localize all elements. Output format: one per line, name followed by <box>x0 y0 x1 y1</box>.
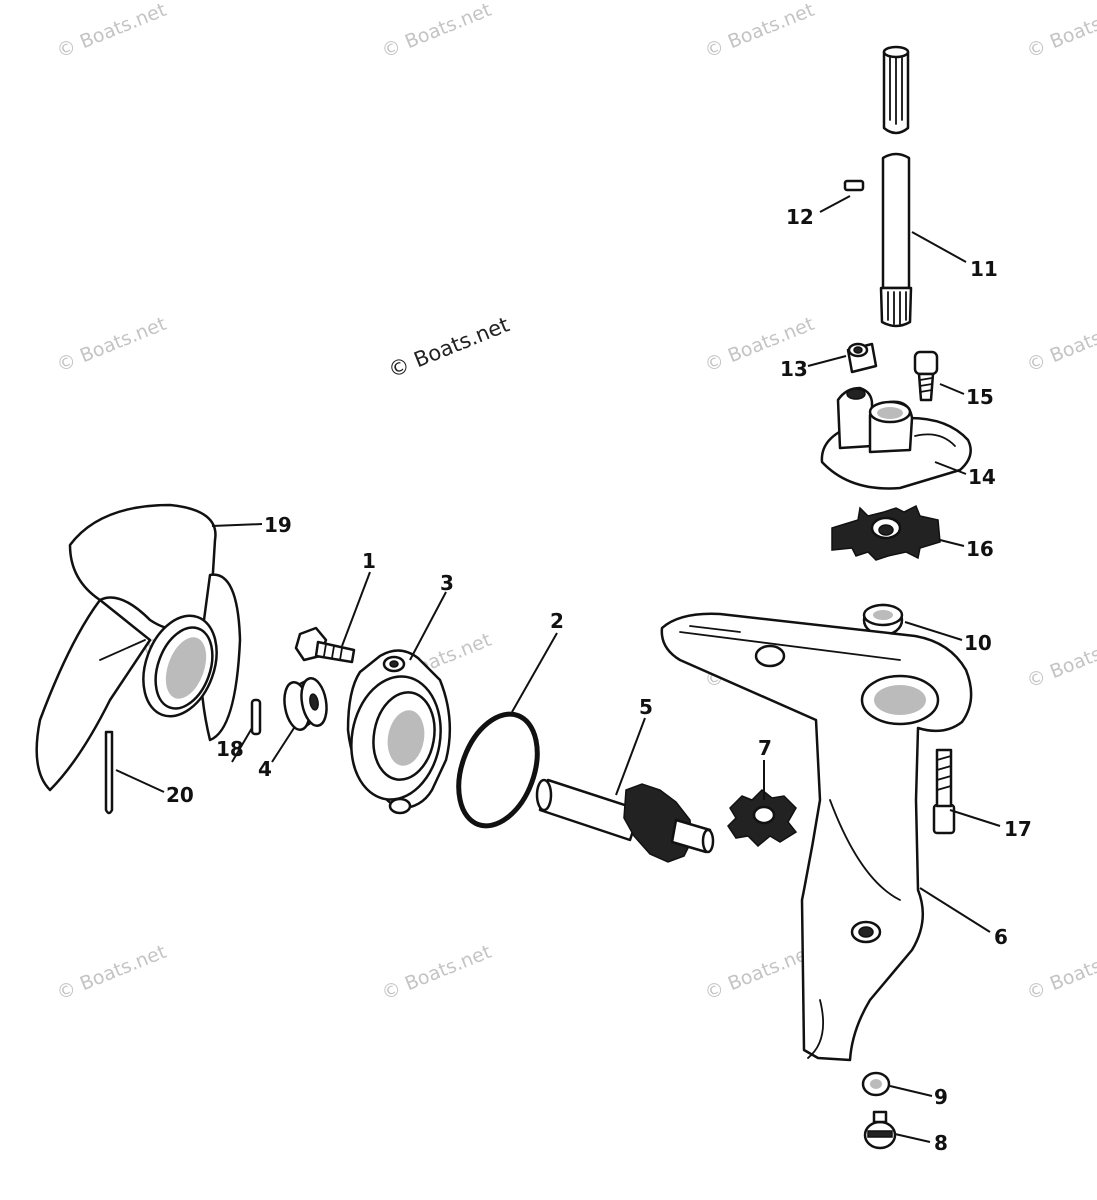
callout-10: 10 <box>964 631 992 655</box>
callout-17: 17 <box>1004 817 1032 841</box>
watermark: © Boats.net <box>1024 629 1097 693</box>
drive-shaft-bushing <box>862 603 904 637</box>
callout-12: 12 <box>786 205 814 229</box>
pump-screw <box>913 350 939 402</box>
drive-shaft <box>879 45 913 328</box>
watermark: © Boats.net <box>1024 941 1097 1005</box>
propeller-shaft-gear <box>535 778 715 863</box>
water-pump-housing <box>820 386 972 490</box>
thrust-spacer <box>283 677 328 731</box>
callout-19: 19 <box>264 513 292 537</box>
callout-5: 5 <box>639 695 653 719</box>
callout-16: 16 <box>966 537 994 561</box>
callout-3: 3 <box>440 571 454 595</box>
leader-lines <box>115 195 1001 1143</box>
callout-9: 9 <box>934 1085 948 1109</box>
propeller <box>35 503 242 792</box>
impeller <box>831 504 941 561</box>
housing-bolt <box>932 748 956 835</box>
watermark-main: © Boats.net <box>385 312 513 382</box>
callout-6: 6 <box>994 925 1008 949</box>
drain-screw <box>863 1110 897 1150</box>
watermark-layer: © Boats.net © Boats.net © Boats.net © Bo… <box>54 0 1097 1005</box>
callout-14: 14 <box>968 465 996 489</box>
watermark: © Boats.net <box>1024 0 1097 63</box>
bearing-housing <box>346 649 452 815</box>
cotter-pin <box>104 730 114 815</box>
watermark: © Boats.net <box>1024 313 1097 377</box>
o-ring <box>456 711 540 829</box>
callout-labels: 1 2 3 4 5 6 7 8 9 10 11 12 13 14 15 16 1… <box>166 205 1032 1155</box>
shaft-key <box>843 179 865 192</box>
watermark: © Boats.net <box>702 941 818 1005</box>
cap-bolt <box>294 626 356 664</box>
drain-washer <box>861 1071 891 1097</box>
callout-18: 18 <box>216 737 244 761</box>
callout-15: 15 <box>966 385 994 409</box>
callout-13: 13 <box>780 357 808 381</box>
watermark: © Boats.net <box>54 0 170 63</box>
watermark: © Boats.net <box>702 0 818 63</box>
callout-4: 4 <box>258 757 272 781</box>
callout-1: 1 <box>362 549 376 573</box>
watermark: © Boats.net <box>379 0 495 63</box>
callout-11: 11 <box>970 257 998 281</box>
callout-2: 2 <box>550 609 564 633</box>
drive-pin <box>250 698 262 736</box>
callout-7: 7 <box>758 736 772 760</box>
watermark: © Boats.net <box>54 941 170 1005</box>
gearcase-housing <box>660 612 973 1062</box>
callout-20: 20 <box>166 783 194 807</box>
pinion-gear <box>727 788 798 848</box>
callout-8: 8 <box>934 1131 948 1155</box>
watermark: © Boats.net <box>379 941 495 1005</box>
watermark: © Boats.net <box>54 313 170 377</box>
coupling <box>846 342 878 374</box>
